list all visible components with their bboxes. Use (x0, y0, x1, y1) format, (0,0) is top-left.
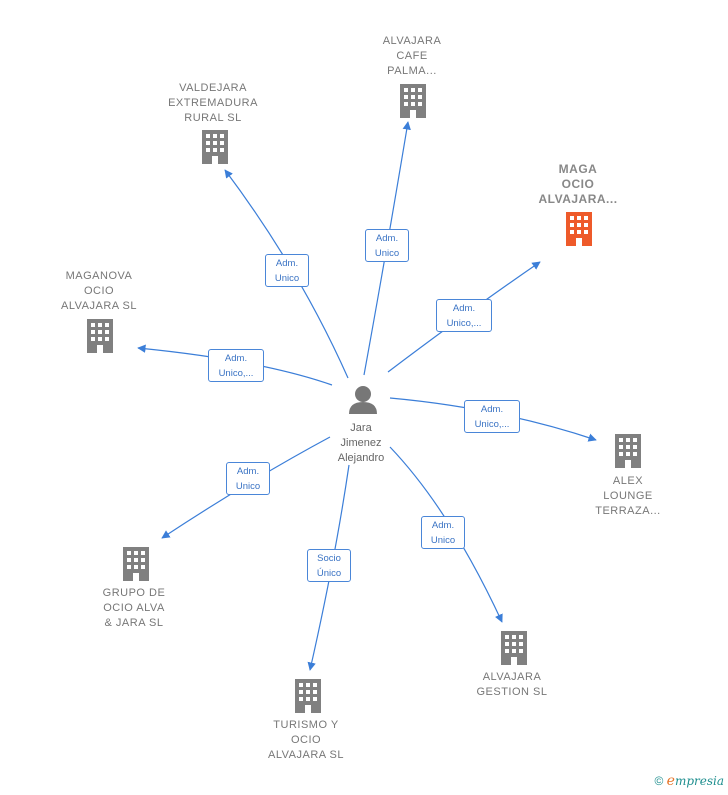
building-icon-grupo-ocio[interactable] (123, 547, 149, 581)
building-icon-valdejara[interactable] (202, 130, 228, 164)
role-label-valdejara[interactable]: Adm. Unico (265, 254, 309, 287)
empresia-logo: © empresia (654, 773, 724, 789)
building-icon-alvajara-gestion[interactable] (501, 631, 527, 665)
role-label-alex-lounge[interactable]: Adm. Unico,... (464, 400, 520, 433)
brand-name: mpresia (674, 774, 724, 788)
company-label-alex-lounge[interactable]: ALEX LOUNGE TERRAZA... (595, 475, 661, 517)
role-label-alvajara-gestion[interactable]: Adm. Unico (421, 516, 465, 549)
company-label-maga-ocio[interactable]: MAGA OCIO ALVAJARA... (538, 162, 618, 206)
company-label-alvajara-cafe[interactable]: ALVAJARA CAFE PALMA... (382, 35, 442, 77)
company-label-turismo-ocio[interactable]: TURISMO Y OCIO ALVAJARA SL (267, 719, 345, 761)
role-label-maga-ocio[interactable]: Adm. Unico,... (436, 299, 492, 332)
center-person-label[interactable]: Jara Jimenez Alejandro (337, 422, 385, 464)
building-icon-alvajara-cafe[interactable] (400, 84, 426, 118)
copyright-symbol: © (654, 774, 664, 788)
building-icon-alex-lounge[interactable] (615, 434, 641, 468)
role-label-alvajara-cafe[interactable]: Adm. Unico (365, 229, 409, 262)
brand-e: e (666, 773, 675, 789)
building-icon-turismo-ocio[interactable] (295, 679, 321, 713)
person-icon[interactable] (349, 386, 377, 414)
role-label-turismo-ocio[interactable]: Socio Único (307, 549, 351, 582)
company-label-grupo-ocio[interactable]: GRUPO DE OCIO ALVA & JARA SL (102, 587, 166, 629)
role-label-grupo-ocio[interactable]: Adm. Unico (226, 462, 270, 495)
company-label-alvajara-gestion[interactable]: ALVAJARA GESTION SL (476, 671, 548, 698)
role-label-maganova[interactable]: Adm. Unico,... (208, 349, 264, 382)
building-icon-maga-ocio[interactable] (566, 212, 592, 246)
building-icon-maganova[interactable] (87, 319, 113, 353)
company-label-valdejara[interactable]: VALDEJARA EXTREMADURA RURAL SL (168, 82, 258, 124)
company-label-maganova[interactable]: MAGANOVA OCIO ALVAJARA SL (60, 270, 138, 312)
